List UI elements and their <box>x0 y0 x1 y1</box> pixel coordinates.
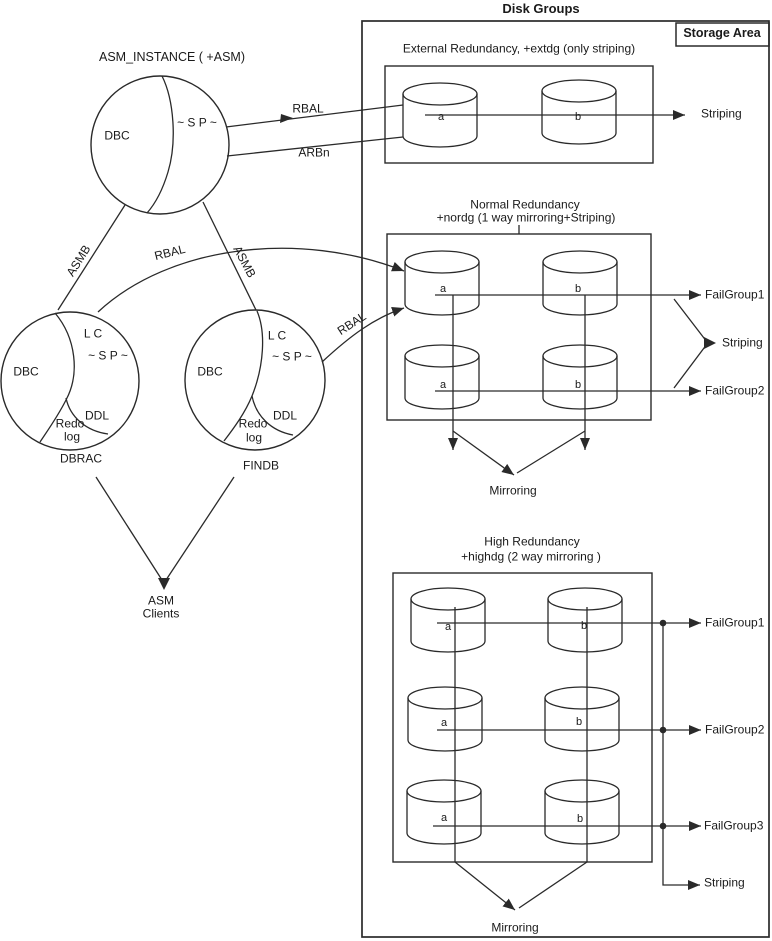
normal-mirroring-label: Mirroring <box>489 483 537 498</box>
storage-area-box <box>361 20 770 938</box>
normal-redundancy-title-line2: +nordg (1 way mirroring+Striping) <box>436 210 616 225</box>
findb-ddl-label: DDL <box>272 408 298 423</box>
external-disk-a-label: a <box>437 110 445 123</box>
external-disk-b-label: b <box>574 110 582 123</box>
high-disk-a3-label: a <box>440 811 448 824</box>
asm-instance-title: ASM_INSTANCE ( +ASM) <box>99 50 245 65</box>
asm-instance-circle <box>90 75 230 215</box>
asm-clients-line1: ASM <box>147 593 175 608</box>
dbrac-ddl-label: DDL <box>84 408 110 423</box>
dbrac-circle <box>0 311 140 451</box>
normal-disk-b1-label: b <box>574 282 582 295</box>
high-failgroup1-label: FailGroup1 <box>705 615 765 630</box>
asm-clients-line2: Clients <box>142 606 180 621</box>
asm-dbc-label: DBC <box>104 128 130 143</box>
storage-area-label: Storage Area <box>683 26 761 41</box>
high-disk-a1-label: a <box>444 620 452 633</box>
asmb-lines <box>57 201 257 311</box>
high-redundancy-title-line1: High Redundancy <box>484 534 580 549</box>
page-title: Disk Groups <box>502 0 580 16</box>
dbrac-sp-label: ~ S P ~ <box>88 348 128 363</box>
high-redundancy-title-line2: +highdg (2 way mirroring ) <box>461 549 601 564</box>
external-striping-label: Striping <box>701 106 742 121</box>
normal-disk-a2-label: a <box>439 378 447 391</box>
dbrac-log-label: log <box>63 429 81 444</box>
dbrac-lc-label: L C <box>83 326 103 341</box>
findb-circle <box>184 309 326 451</box>
asm-sp-label: ~ S P ~ <box>177 115 217 130</box>
rbal-curves <box>97 247 405 363</box>
normal-redundancy-title-line1: Normal Redundancy <box>470 197 580 212</box>
high-disk-b2-label: b <box>575 715 583 728</box>
high-redundancy-group <box>392 572 701 911</box>
high-failgroup2-label: FailGroup2 <box>705 722 765 737</box>
high-disk-b1-label: b <box>580 619 588 632</box>
normal-disk-a1-label: a <box>439 282 447 295</box>
findb-redo-label: Redo <box>238 416 268 431</box>
findb-sp-label: ~ S P ~ <box>272 349 312 364</box>
high-mirroring-label: Mirroring <box>491 920 539 935</box>
normal-failgroup1-label: FailGroup1 <box>705 287 765 302</box>
findb-log-label: log <box>245 430 263 445</box>
external-redundancy-group <box>384 65 685 164</box>
normal-failgroup2-label: FailGroup2 <box>705 383 765 398</box>
high-disk-b3-label: b <box>576 812 584 825</box>
external-redundancy-title: External Redundancy, +extdg (only stripi… <box>402 41 636 56</box>
rbal-arbn-lines <box>225 104 404 157</box>
normal-disk-b2-label: b <box>574 378 582 391</box>
findb-dbc-label: DBC <box>197 364 223 379</box>
high-failgroup3-label: FailGroup3 <box>704 818 764 833</box>
normal-redundancy-group <box>386 225 716 476</box>
dbrac-dbc-label: DBC <box>13 364 39 379</box>
dbrac-redo-label: Redo <box>55 416 85 431</box>
high-disk-a2-label: a <box>440 716 448 729</box>
rbal-label: RBAL <box>292 101 324 116</box>
findb-lc-label: L C <box>267 328 287 343</box>
asm-clients-lines <box>95 476 235 590</box>
normal-striping-label: Striping <box>722 335 763 350</box>
high-striping-label: Striping <box>704 875 745 890</box>
dbrac-name: DBRAC <box>59 451 103 466</box>
findb-name: FINDB <box>243 458 279 473</box>
arbn-label: ARBn <box>298 145 330 160</box>
